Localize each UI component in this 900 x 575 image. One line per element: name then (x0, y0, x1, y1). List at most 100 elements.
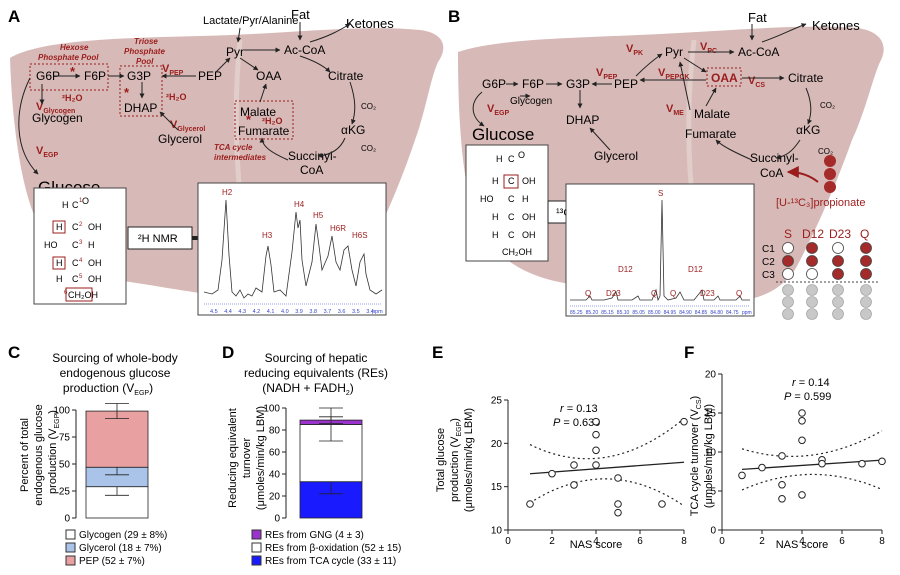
isotopomer-atom (860, 242, 872, 254)
legend-swatch-beta-oxidation (251, 542, 262, 553)
carbon-position-labels: C1 C2 C3 (762, 244, 775, 281)
ppm-tick-a: 4.1 (267, 309, 275, 315)
glucose-label-b: Glucose (472, 125, 534, 144)
unlabeled-atom (782, 284, 794, 296)
glucose-c2-highlight-b (503, 174, 519, 189)
x-tick-label: 6 (637, 536, 643, 547)
y-tick-label: 20 (491, 439, 503, 450)
glycerol-a: Glycerol (158, 132, 202, 146)
svg-text:D23: D23 (700, 289, 715, 298)
x-tick-label: 0 (719, 536, 725, 547)
succinyl-a-1: Succinyl- (288, 149, 337, 163)
liver-shape-b (458, 26, 884, 303)
confidence-band-lower (529, 478, 685, 507)
svg-text:CH₂OH: CH₂OH (68, 290, 98, 300)
y-tick-label: 15 (491, 482, 503, 493)
isotopomer-atom (832, 242, 844, 254)
y-tick-label: 100 (263, 404, 280, 415)
ppm-tick-a: 4.2 (253, 309, 261, 315)
v-egp-a: VEGP (36, 145, 58, 159)
svg-text:H4: H4 (294, 200, 305, 209)
legend-pep: PEP (52 ± 7%) (79, 556, 145, 567)
panel-f-ylabel: TCA cycle turnover (VCS) (μmoles/min/kg … (689, 396, 715, 516)
svg-text:C: C (72, 222, 79, 232)
g6p-b: G6P (482, 77, 506, 91)
data-point (614, 508, 622, 517)
svg-text:C: C (72, 200, 79, 210)
svg-text:reducing equivalents (REs): reducing equivalents (REs) (244, 366, 388, 380)
svg-text:CH₂OH: CH₂OH (502, 247, 532, 257)
svg-text:4: 4 (79, 258, 83, 264)
svg-text:H6S: H6S (352, 231, 368, 240)
glucose-structure-box-a (33, 187, 127, 305)
legend-swatch-tca (251, 555, 262, 566)
svg-text:endogenous glucose: endogenous glucose (33, 404, 45, 506)
y-tick-label: 40 (269, 470, 281, 481)
ppm-tick-a: 3.5 (352, 309, 360, 315)
succinyl-a-2: CoA (300, 163, 323, 177)
v-cs-b: VCS (748, 75, 765, 89)
isotopomer-atom (860, 255, 872, 267)
glucose-structure-b: H C O H C OH HO C H H C OH H C OH CH₂OH (480, 150, 536, 257)
x-tick-label: 4 (799, 536, 805, 547)
ketones-label-a: Ketones (346, 16, 394, 31)
malate-b: Malate (694, 107, 730, 121)
panel-f-r-stat: r = 0.14 (792, 377, 830, 389)
unlabeled-atom (860, 296, 872, 308)
isotopomer-atom (860, 268, 872, 280)
panel-label-a: A (8, 7, 20, 26)
svg-text:Q: Q (860, 227, 869, 241)
panel-a: A Lactate/Pyr/Alanine Fat Ketones Hexose… (8, 7, 444, 316)
svg-text:TCA cycle turnover (VCS): TCA cycle turnover (VCS) (689, 396, 703, 516)
co2-b-2: CO₂ (818, 147, 833, 156)
glucose-h-highlights-a (52, 220, 93, 302)
y-tick-label: 50 (59, 460, 71, 471)
h-nmr-label: ²H NMR (138, 233, 178, 245)
data-point (858, 459, 866, 468)
y-tick-label: 80 (269, 426, 281, 437)
isotopomer-atom (782, 255, 794, 267)
x-tick-label: 2 (759, 536, 765, 547)
legend-glycogen: Glycogen (29 ± 8%) (79, 530, 167, 541)
svg-text:H: H (522, 194, 529, 204)
svg-text:Percent of total: Percent of total (19, 418, 31, 492)
fumarate-a: Fumarate (238, 124, 290, 138)
legend-glycerol: Glycerol (18 ± 7%) (79, 543, 162, 554)
svg-text:H: H (492, 176, 499, 186)
accoa-a: Ac-CoA (284, 43, 325, 57)
y-tick-label: 60 (269, 448, 281, 459)
propionate-molecule (824, 155, 836, 193)
propionate-arrow (786, 166, 819, 183)
isotopomer-atom (832, 255, 844, 267)
svg-text:H: H (492, 212, 499, 222)
unlabeled-atom (782, 296, 794, 308)
ppm-tick-a: 3.8 (309, 309, 317, 315)
y-tick-label: 20 (269, 492, 281, 503)
svg-text:O: O (518, 150, 525, 160)
y-tick-label: 75 (59, 433, 71, 444)
panel-e: E Total glucose production (VEGP) (μmole… (432, 343, 688, 551)
svg-text:H2: H2 (222, 188, 233, 197)
v-pep-a: VPEP (162, 63, 184, 77)
svg-text:production (VEGP): production (VEGP) (449, 418, 463, 502)
citrate-b: Citrate (788, 71, 824, 85)
panel-f-xlabel: NAS score (776, 539, 829, 551)
isotopomer-atom (782, 242, 794, 254)
data-point (592, 461, 600, 469)
data-point (878, 457, 886, 466)
panel-d: D Sourcing of hepatic reducing equivalen… (222, 343, 401, 567)
v-glycerol-a: VGlycerol (170, 119, 205, 133)
panel-e-r-stat: r = 0.13 (560, 403, 598, 415)
unlabeled-atom (832, 308, 844, 320)
h2o-tca: ²H₂O (262, 116, 283, 126)
panel-c: C Sourcing of whole-body endogenous gluc… (8, 343, 178, 567)
succinyl-b-1: Succinyl- (750, 151, 799, 165)
svg-text:H5: H5 (313, 211, 324, 220)
data-point (680, 417, 688, 426)
data-point (614, 500, 622, 508)
co2-b-1: CO₂ (820, 101, 835, 110)
